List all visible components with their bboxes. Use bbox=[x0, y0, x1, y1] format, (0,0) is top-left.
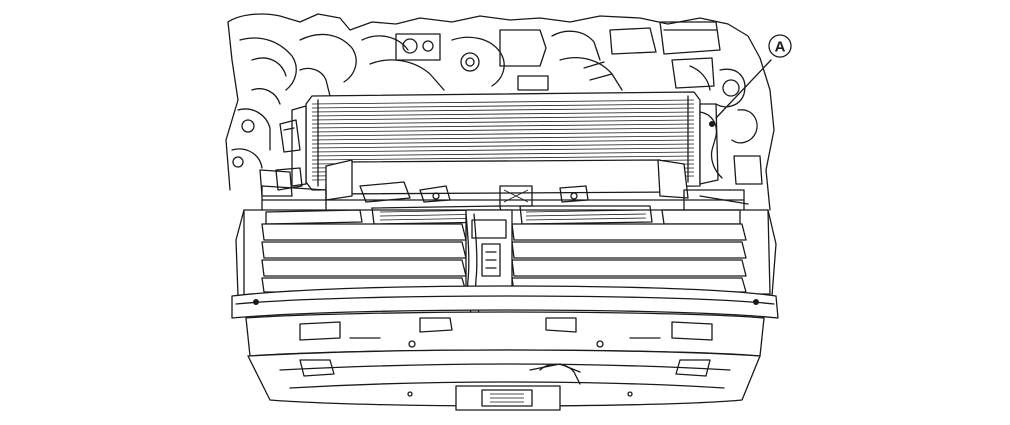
callout-a: A bbox=[715, 34, 792, 119]
bumper-beam bbox=[231, 285, 779, 411]
callout-a-leader bbox=[715, 59, 772, 119]
callout-a-circle bbox=[768, 34, 792, 58]
grille-shutter-assembly bbox=[235, 205, 777, 399]
engine-bay bbox=[225, 13, 775, 211]
callout-a-label: A bbox=[775, 39, 786, 56]
radiator-support bbox=[261, 159, 749, 215]
